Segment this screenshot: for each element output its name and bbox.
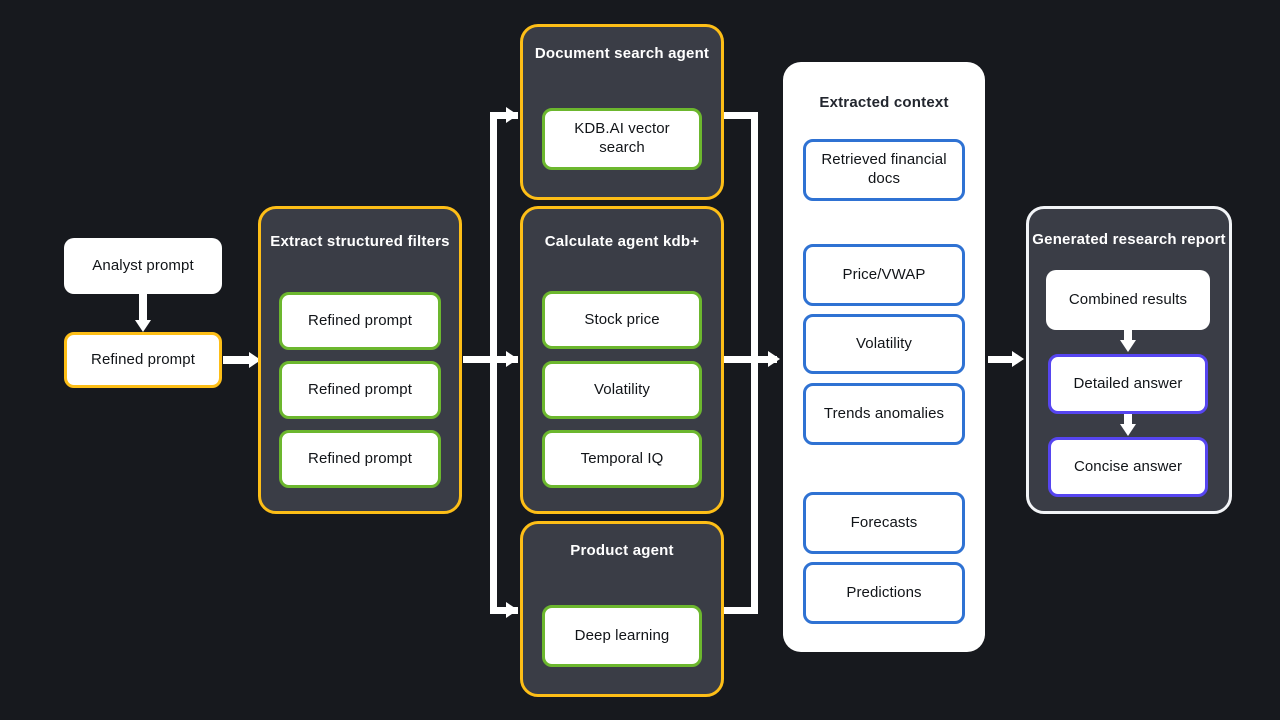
connector-fanout-branch-document [490,112,518,119]
node-label: Volatility [855,334,913,352]
node-kdbai-vector-search: KDB.AI vector search [542,108,702,170]
node-label: Stock price [584,310,660,328]
arrowhead-fanout-product [506,602,518,618]
node-volatility-context: Volatility [803,314,965,374]
panel-title: Extract structured filters [270,233,450,250]
connector-fanin-branch-calculate [724,356,758,363]
node-extract-refined-prompt-3: Refined prompt [279,430,441,488]
node-label: Refined prompt [91,350,195,368]
node-price-vwap: Price/VWAP [803,244,965,306]
node-trends-anomalies: Trends anomalies [803,383,965,445]
panel-title: Generated research report [1032,231,1226,248]
node-label: Volatility [593,380,651,398]
node-label: Refined prompt [308,380,412,398]
node-detailed-answer: Detailed answer [1048,354,1208,414]
panel-title: Calculate agent kdb+ [544,233,700,250]
node-extract-refined-prompt-2: Refined prompt [279,361,441,419]
node-label: Retrieved financial docs [821,151,947,187]
node-label: Combined results [1068,290,1188,308]
panel-title: Document search agent [534,45,710,62]
node-combined-results: Combined results [1046,270,1210,330]
arrowhead-context-to-report [1012,351,1024,367]
node-extract-refined-prompt-1: Refined prompt [279,292,441,350]
node-label: Predictions [846,583,922,601]
node-refined-prompt: Refined prompt [64,332,222,388]
node-label: Deep learning [574,626,670,644]
connector-fanin-branch-document [724,112,758,119]
connector-fanout-stem [463,356,497,363]
arrowhead-combined-to-detailed [1120,340,1136,352]
arrowhead-detailed-to-concise [1120,424,1136,436]
node-retrieved-financial-docs: Retrieved financial docs [803,139,965,201]
node-label: KDB.AI vector search [574,120,670,156]
node-forecasts: Forecasts [803,492,965,554]
arrowhead-analyst-to-refined [135,320,151,332]
connector-fanout-branch-product [490,607,518,614]
node-label: Price/VWAP [842,265,926,283]
panel-title: Product agent [570,542,674,559]
node-label: Refined prompt [308,449,412,467]
connector-detailed-to-concise [1124,414,1132,426]
arrowhead-fanout-calculate [506,351,518,367]
connector-fanin-stem [751,356,777,363]
arrowhead-fanin-to-context [768,351,780,367]
node-label: Analyst prompt [92,256,194,274]
node-deep-learning: Deep learning [542,605,702,667]
connector-fanout-branch-calculate [490,356,518,363]
node-label: Forecasts [850,513,918,531]
panel-title: Extracted context [819,94,949,111]
connector-combined-to-detailed [1124,330,1132,342]
connector-fanin-branch-product [724,607,758,614]
node-concise-answer: Concise answer [1048,437,1208,497]
node-analyst-prompt: Analyst prompt [64,238,222,294]
connector-context-to-report [988,356,1018,363]
node-label: Refined prompt [308,311,412,329]
node-stock-price: Stock price [542,291,702,349]
connector-fanin-spine [751,112,758,614]
node-label: Trends anomalies [823,404,945,422]
node-label: Temporal IQ [580,449,664,467]
node-volatility-calc: Volatility [542,361,702,419]
connector-fanout-spine [490,112,497,614]
arrowhead-fanout-document [506,107,518,123]
node-predictions: Predictions [803,562,965,624]
node-temporal-iq: Temporal IQ [542,430,702,488]
connector-analyst-to-refined [139,294,147,322]
node-label: Detailed answer [1073,374,1183,392]
node-label: Concise answer [1073,457,1183,475]
connector-refined-to-extract [223,356,251,364]
